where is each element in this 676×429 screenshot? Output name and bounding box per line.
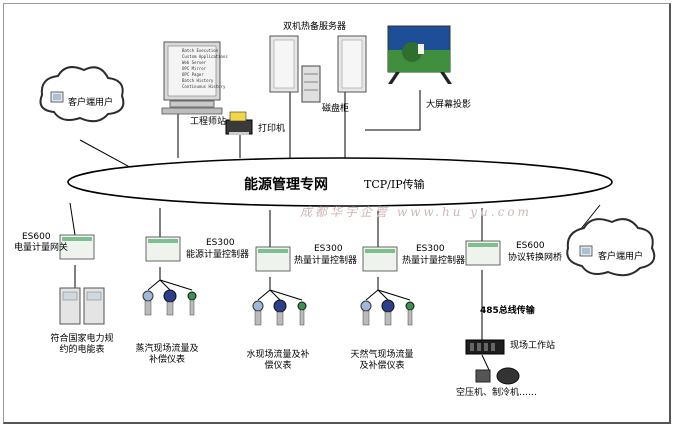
gas-instruments — [360, 299, 415, 326]
device-4-bottom: 天然气现场流量及补偿仪表 — [350, 350, 414, 371]
dev1-link — [69, 202, 76, 236]
workstation-label: 工程师站 — [190, 117, 227, 127]
steam-link-c — [159, 279, 193, 291]
water-instruments — [252, 299, 307, 326]
screen-line: OPC Mirror — [182, 66, 207, 71]
device-2-name: 能源计量控制器 — [186, 250, 250, 260]
steam-instruments — [142, 289, 197, 316]
server-icon — [269, 35, 367, 93]
steam-link-a — [147, 267, 161, 291]
client-right-link — [579, 204, 601, 231]
watermark: 成都华宇企管 www.hu yu.com — [300, 205, 532, 219]
network-title: 能源管理专网 — [244, 177, 328, 193]
disk-cabinet-icon — [301, 65, 321, 103]
client-right-label: 客户端用户 — [598, 252, 644, 262]
flow-instrument-icons — [142, 289, 415, 326]
printer-label: 打印机 — [258, 124, 286, 134]
connector-lines — [69, 69, 601, 373]
workstation-screen-text: Batch Execution Custom Applications Web … — [182, 48, 228, 90]
client-left-label: 客户端用户 — [68, 98, 114, 108]
device-5-name: 协议转换网桥 — [508, 253, 563, 263]
screen-line: Batch Execution — [182, 48, 219, 53]
big-screen-icon — [387, 25, 452, 84]
field-link — [481, 354, 491, 373]
gas-link-a — [365, 277, 379, 301]
field-equipment-label: 空压机、制冷机…… — [456, 388, 538, 398]
network-ellipse — [67, 157, 613, 207]
field-station-icon — [465, 339, 505, 355]
device-3-model: ES300 — [314, 244, 343, 254]
device-2-bottom: 蒸汽现场流量及补偿仪表 — [135, 344, 199, 365]
device-terminals — [62, 237, 498, 253]
network-protocol: TCP/IP传输 — [364, 178, 425, 191]
gas-link-b — [377, 289, 389, 301]
device-1-bottom: 符合国家电力规约的电能表 — [50, 334, 114, 355]
workstation-icon — [161, 41, 223, 115]
water-link-b — [269, 289, 281, 301]
screen-line: OPC Pager — [182, 72, 204, 77]
disk-label: 磁盘柜 — [322, 104, 350, 114]
device-4-model: ES300 — [416, 244, 445, 254]
screen-line: Web Server — [182, 60, 207, 65]
field-equipment-icon — [475, 367, 520, 385]
device-4-name: 热量计量控制器 — [402, 256, 466, 266]
diagram-frame — [3, 3, 671, 424]
screen-line: Continuous History — [182, 84, 226, 89]
device-3-bottom: 水现场流量及补偿仪表 — [246, 350, 310, 371]
printer-icon — [225, 111, 253, 135]
big-screen-label: 大屏幕投影 — [426, 100, 472, 110]
gas-link-c — [377, 289, 411, 301]
device-1-model: ES600 — [22, 232, 51, 242]
water-link-c — [269, 289, 303, 301]
client-left-cloud — [39, 66, 125, 123]
device-1-name: 电量计量网关 — [14, 243, 69, 253]
screen-line: Custom Applications — [182, 54, 228, 59]
client-right-cloud — [566, 218, 656, 277]
water-link-a — [257, 277, 271, 301]
device-3-name: 热量计量控制器 — [294, 256, 358, 266]
screen-line: Batch History — [182, 78, 214, 83]
field-station-label: 现场工作站 — [510, 341, 556, 351]
server-label: 双机热备服务器 — [283, 22, 347, 32]
steam-link-b — [159, 279, 171, 291]
projector-link — [365, 90, 421, 131]
device-2-model: ES300 — [206, 238, 235, 248]
device-5-model: ES600 — [516, 241, 545, 251]
bus-label: 485总线传输 — [480, 306, 535, 316]
electricity-meter-icons — [59, 287, 105, 325]
